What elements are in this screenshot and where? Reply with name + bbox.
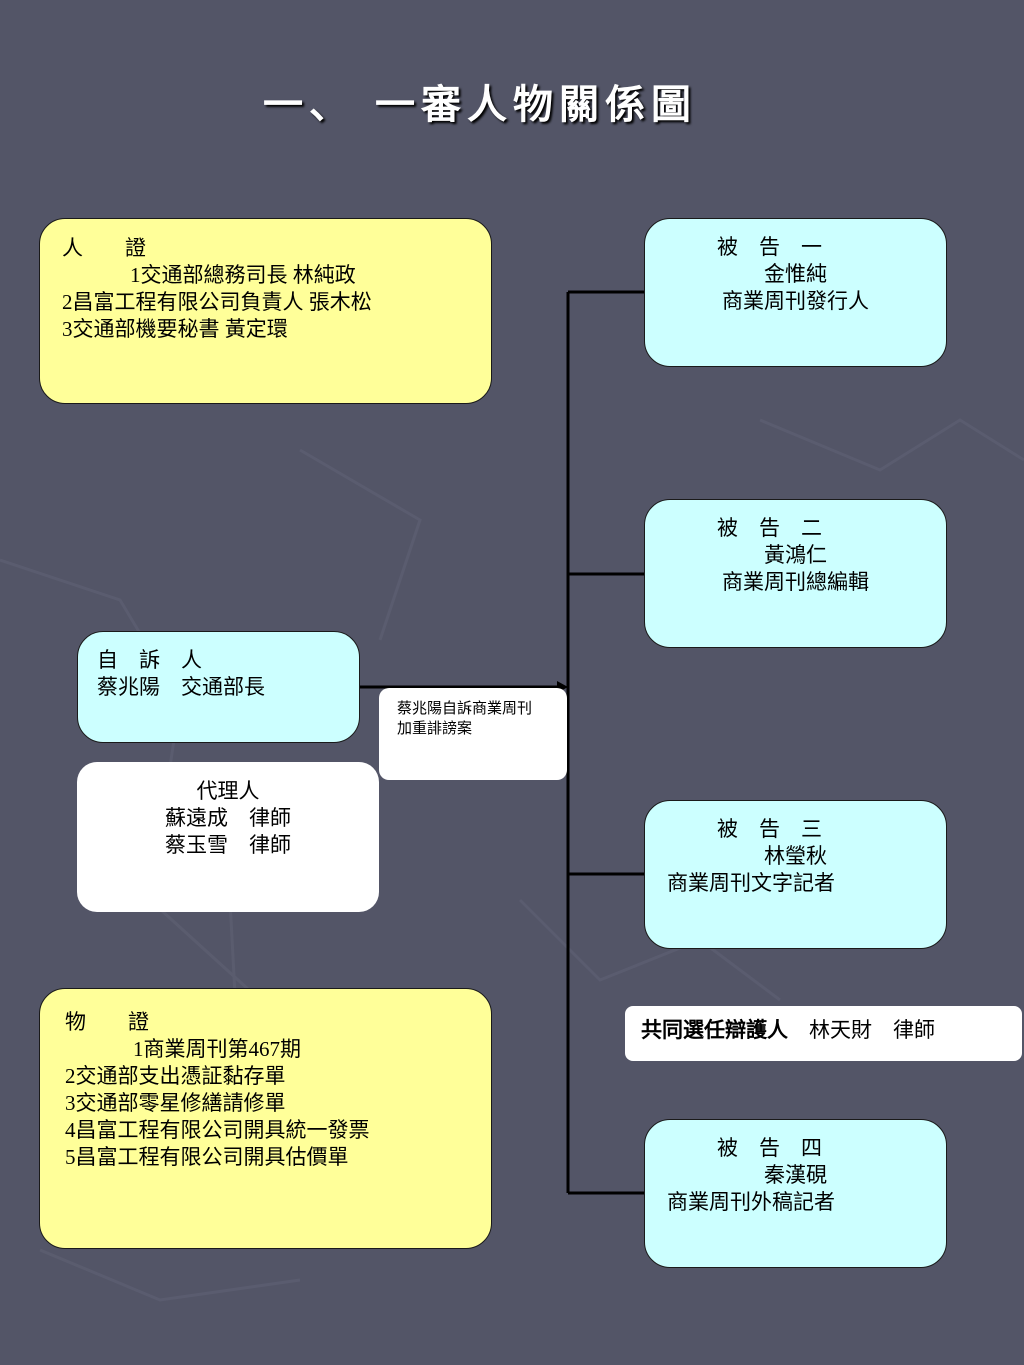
page-title: 一、 一審人物關係圖	[263, 81, 697, 128]
witness-item: 1交通部總務司長 林純政	[130, 263, 356, 287]
witness-item: 2昌富工程有限公司負責人 張木松	[62, 290, 372, 314]
witnesses-heading: 人 證	[62, 236, 146, 260]
defendant-name: 秦漢硯	[764, 1163, 827, 1187]
joint-defense-gap	[788, 1018, 809, 1042]
evidence-item: 4昌富工程有限公司開具統一發票	[65, 1118, 370, 1142]
evidence-item: 3交通部零星修繕請修單	[65, 1091, 286, 1115]
case-label-box: 蔡兆陽自訴商業周刊加重誹謗案	[379, 688, 567, 780]
witness-item: 3交通部機要秘書 黃定環	[62, 317, 288, 341]
defendant-role: 商業周刊文字記者	[667, 871, 835, 895]
witnesses-box: 人 證 1交通部總務司長 林純政 2昌富工程有限公司負責人 張木松 3交通部機要…	[39, 218, 492, 404]
defendant-3-box: 被 告 三 林瑩秋 商業周刊文字記者	[644, 800, 947, 949]
plaintiff-box: 自 訴 人 蔡兆陽 交通部長	[77, 631, 360, 743]
evidence-item: 1商業周刊第467期	[133, 1037, 301, 1061]
case-label: 蔡兆陽自訴商業周刊加重誹謗案	[397, 701, 533, 737]
joint-defense-name: 林天財 律師	[809, 1018, 935, 1042]
evidence-item: 5昌富工程有限公司開具估價單	[65, 1145, 349, 1169]
defendant-heading: 被 告 二	[717, 516, 822, 540]
plaintiff-heading: 自 訴 人	[97, 648, 202, 672]
defendant-name: 黃鴻仁	[764, 543, 827, 567]
agents-heading: 代理人	[196, 779, 260, 803]
defendant-heading: 被 告 三	[717, 817, 822, 841]
defendant-role: 商業周刊總編輯	[722, 570, 869, 594]
defendant-role: 商業周刊發行人	[722, 289, 869, 313]
evidence-box: 物 證 1商業周刊第467期 2交通部支出憑証黏存單 3交通部零星修繕請修單 4…	[39, 988, 492, 1249]
evidence-heading: 物 證	[65, 1010, 149, 1034]
plaintiff-name: 蔡兆陽 交通部長	[97, 675, 265, 699]
defendant-name: 林瑩秋	[764, 844, 827, 868]
defendant-2-box: 被 告 二 黃鴻仁 商業周刊總編輯	[644, 499, 947, 648]
evidence-item: 2交通部支出憑証黏存單	[65, 1064, 286, 1088]
defendant-heading: 被 告 四	[717, 1136, 822, 1160]
defendant-heading: 被 告 一	[717, 235, 822, 259]
joint-defense-label: 共同選任辯護人	[641, 1018, 788, 1042]
defendant-1-box: 被 告 一 金惟純 商業周刊發行人	[644, 218, 947, 367]
defendant-4-box: 被 告 四 秦漢硯 商業周刊外稿記者	[644, 1119, 947, 1268]
agents-box: 代理人 蘇遠成 律師 蔡玉雪 律師	[77, 762, 379, 912]
defendant-name: 金惟純	[764, 262, 827, 286]
joint-defense-box: 共同選任辯護人 林天財 律師	[625, 1006, 1022, 1061]
agent-item: 蘇遠成 律師	[165, 806, 291, 830]
defendant-role: 商業周刊外稿記者	[667, 1190, 835, 1214]
agent-item: 蔡玉雪 律師	[165, 833, 291, 857]
